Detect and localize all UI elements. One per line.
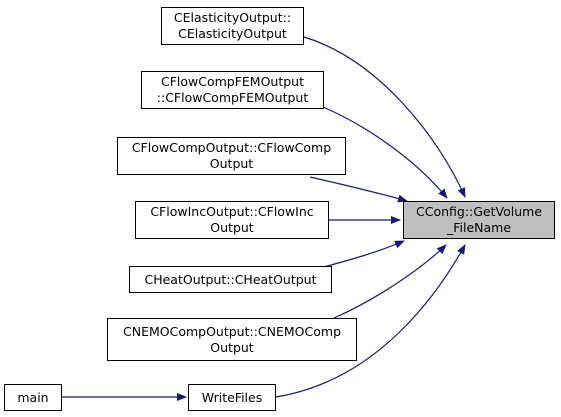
edge-flowcompfem-to-target	[312, 102, 448, 199]
node-writefiles[interactable]: WriteFiles	[188, 384, 276, 411]
node-celasticityoutput[interactable]: CElasticityOutput:: CElasticityOutput	[161, 7, 304, 45]
edge-nemocomp-to-target	[333, 244, 447, 319]
node-cflowincoutput[interactable]: CFlowIncOutput::CFlowInc Output	[135, 201, 329, 239]
edge-flowcomp-to-target	[309, 176, 408, 203]
node-cflowcompoutput[interactable]: CFlowCompOutput::CFlowComp Output	[117, 137, 346, 175]
node-label-line1: CFlowIncOutput::CFlowInc	[150, 204, 314, 219]
node-label-line2: Output	[209, 156, 254, 171]
node-cconfig-getvolume-filename[interactable]: CConfig::GetVolume _FileName	[403, 201, 555, 239]
node-label-line1: CFlowCompFEMOutput	[160, 74, 305, 89]
node-cheatoutput[interactable]: CHeatOutput::CHeatOutput	[129, 266, 332, 293]
node-main[interactable]: main	[4, 384, 62, 411]
node-label-line2: _FileName	[446, 220, 512, 235]
node-cflowcompfemoutput[interactable]: CFlowCompFEMOutput ::CFlowCompFEMOutput	[141, 71, 324, 109]
node-label-line2: Output	[210, 220, 254, 235]
node-label-line2: ::CFlowCompFEMOutput	[156, 90, 309, 105]
node-label-line1: CConfig::GetVolume	[415, 204, 543, 219]
node-label-line1: CFlowCompOutput::CFlowComp	[131, 140, 332, 155]
edge-writefiles-to-target	[275, 244, 466, 398]
node-label-line1: CHeatOutput::CHeatOutput	[144, 271, 317, 287]
edge-elasticity-to-target	[303, 36, 466, 198]
node-label-line1: CNEMOCompOutput::CNEMOComp	[122, 323, 342, 339]
node-label-line1: main	[17, 389, 49, 405]
node-label-line1: CElasticityOutput::	[173, 10, 292, 25]
node-cnemocompoutput[interactable]: CNEMOCompOutput::CNEMOComp Output	[107, 318, 357, 361]
node-label-line2: CElasticityOutput	[178, 26, 287, 41]
node-label-line1: WriteFiles	[201, 389, 263, 405]
edge-heat-to-target	[319, 240, 405, 269]
node-label-line2: Output	[210, 339, 254, 355]
